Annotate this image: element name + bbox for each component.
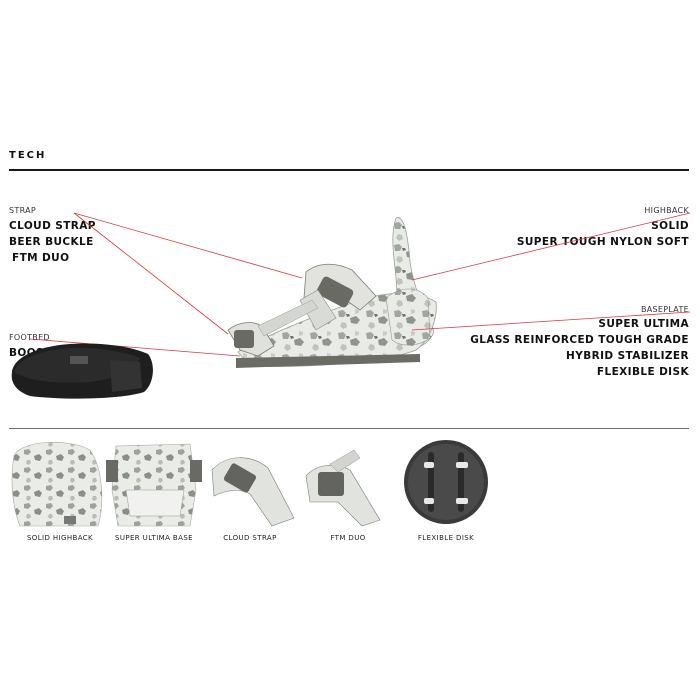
heel-cup-shape — [385, 288, 431, 346]
baseplate-feature: FLEXIBLE DISK — [596, 366, 689, 378]
strap-feature: FTM DUO — [12, 252, 70, 264]
binding-illustration — [11, 212, 691, 399]
ankle-strap-tongue — [299, 289, 337, 331]
strap-features: CLOUD STRAP BEER BUCKLE FTM DUO — [9, 218, 96, 266]
thumb-label-solid-highback: SOLID HIGHBACK — [26, 534, 94, 542]
baseplate-category-label: BASEPLATE — [640, 305, 689, 314]
toe-buckle — [234, 330, 254, 348]
thumb-label-flexible-disk: FLEXIBLE DISK — [417, 534, 475, 542]
footbed-image — [11, 343, 153, 399]
baseplate-features: SUPER ULTIMA GLASS REINFORCED TOUGH GRAD… — [470, 316, 689, 380]
strap-category-label: STRAP — [9, 206, 36, 215]
base-plate-edge — [236, 354, 420, 368]
highback-category-label: HIGHBACK — [644, 206, 689, 215]
leader-strap-1 — [73, 212, 303, 279]
highback-feature: SOLID — [651, 220, 689, 232]
highback-features: SOLID SUPER TOUGH NYLON SOFT — [517, 218, 689, 250]
toe-strap-tail — [257, 299, 319, 337]
highback-feature: SUPER TOUGH NYLON SOFT — [516, 236, 689, 248]
leader-highback — [411, 212, 691, 281]
thumb-cloud-strap — [211, 457, 295, 527]
baseplate-feature: GLASS REINFORCED TOUGH GRADE — [470, 334, 689, 346]
thumb-flexible-disk — [404, 440, 488, 524]
top-divider — [9, 169, 689, 171]
strap-feature: BEER BUCKLE — [9, 236, 94, 248]
ankle-buckle — [316, 276, 354, 308]
thumb-label-cloud-strap: CLOUD STRAP — [223, 534, 277, 542]
middle-divider — [9, 428, 689, 429]
thumb-ftm-duo — [305, 449, 381, 527]
strap-feature: CLOUD STRAP — [9, 220, 96, 232]
leader-baseplate — [411, 311, 691, 331]
thumb-label-ftm-duo: FTM DUO — [330, 534, 366, 542]
leader-strap-2 — [73, 212, 229, 335]
thumb-solid-highback — [11, 442, 103, 527]
baseplate-feature: HYBRID STABILIZER — [566, 350, 689, 362]
thumbnail-strip — [11, 440, 488, 527]
section-title: TECH — [9, 150, 47, 161]
baseplate-feature: SUPER ULTIMA — [598, 318, 689, 330]
thumb-super-ultima-base — [106, 443, 202, 527]
footbed-category-label: FOOTBED — [9, 333, 50, 342]
leader-footbed — [29, 338, 241, 357]
thumb-label-super-ultima-base: SUPER ULTIMA BASE — [114, 534, 193, 542]
